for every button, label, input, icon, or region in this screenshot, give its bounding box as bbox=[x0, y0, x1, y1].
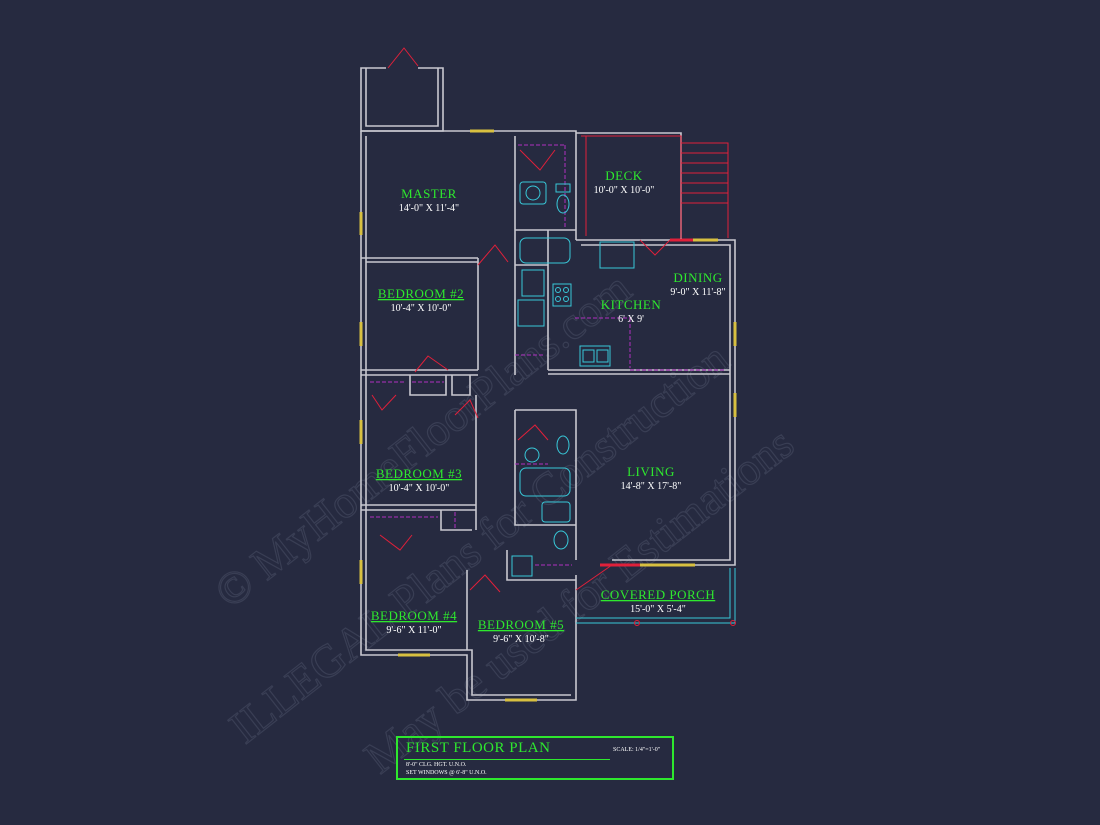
deck-door-swing bbox=[639, 239, 671, 256]
title-block: FIRST FLOOR PLAN SCALE: 1/4"=1'-0" 8'-0"… bbox=[396, 736, 674, 780]
plan-title: FIRST FLOOR PLAN bbox=[406, 740, 551, 756]
deck-dims: 10'-0" X 10'-0" bbox=[594, 185, 655, 196]
bedroom3-dims: 10'-4" X 10'-0" bbox=[389, 483, 450, 494]
bedroom4-door-swing bbox=[379, 534, 413, 551]
bath-door-swing bbox=[519, 149, 556, 171]
porch-post bbox=[575, 564, 613, 591]
master-label: MASTER bbox=[401, 186, 457, 201]
master-door-swing bbox=[477, 244, 509, 266]
entry-door-swing bbox=[387, 47, 419, 69]
window-height-note: SET WINDOWS @ 6'-8" U.N.O. bbox=[406, 770, 487, 776]
deck-outline bbox=[581, 135, 729, 238]
room-labels: MASTER 14'-0" X 11'-4" DECK 10'-0" X 10'… bbox=[371, 168, 726, 645]
windows bbox=[359, 129, 737, 702]
kitchen-label: KITCHEN bbox=[601, 297, 662, 312]
fixtures bbox=[511, 181, 635, 577]
fridge bbox=[521, 269, 545, 297]
walls bbox=[360, 67, 736, 701]
bedroom4-dims: 9'-6" X 11'-0" bbox=[386, 625, 441, 636]
porch-label: COVERED PORCH bbox=[601, 587, 716, 602]
kitchen-range bbox=[552, 283, 572, 307]
hall-sink bbox=[524, 447, 540, 463]
living-label: LIVING bbox=[627, 464, 675, 479]
bedroom5-label: BEDROOM #5 bbox=[478, 617, 564, 632]
bedroom2-label: BEDROOM #2 bbox=[378, 286, 464, 301]
bedroom2-dims: 10'-4" X 10'-0" bbox=[391, 303, 452, 314]
porch-dims: 15'-0" X 5'-4" bbox=[630, 604, 686, 615]
master-sink bbox=[519, 181, 547, 205]
hall-tub bbox=[519, 467, 571, 497]
bedroom4-label: BEDROOM #4 bbox=[371, 608, 457, 623]
master-tub bbox=[519, 237, 571, 264]
kitchen-sink bbox=[579, 345, 611, 367]
porch-post-left bbox=[634, 620, 640, 626]
hall-bath-door-swing bbox=[517, 424, 549, 441]
hall-sink-2 bbox=[541, 501, 571, 523]
title-underline bbox=[404, 759, 610, 760]
bedroom5-door-swing bbox=[469, 574, 501, 593]
dining-dims: 9'-0" X 11'-8" bbox=[670, 287, 725, 298]
ceiling-height-note: 8'-0" CLG. HGT. U.N.O. bbox=[406, 762, 467, 768]
porch-post-right bbox=[730, 620, 736, 626]
watermark: © MyHomeFloorPlans.com ILLEGAL Plans for… bbox=[204, 261, 803, 783]
living-dims: 14'-8" X 17'-8" bbox=[621, 481, 682, 492]
door-headers bbox=[600, 238, 693, 567]
doors bbox=[371, 47, 736, 626]
master-toilet bbox=[556, 194, 570, 214]
deck-label: DECK bbox=[605, 168, 643, 183]
bedroom2-door-swing bbox=[414, 355, 449, 373]
bedroom5-dims: 9'-6" X 10'-8" bbox=[493, 634, 549, 645]
dining-label: DINING bbox=[673, 270, 722, 285]
hall-toilet bbox=[556, 435, 570, 455]
master-dims: 14'-0" X 11'-4" bbox=[399, 203, 459, 214]
washer bbox=[517, 299, 545, 327]
bedroom3-label: BEDROOM #3 bbox=[376, 466, 462, 481]
cabinets bbox=[370, 144, 725, 566]
scale-note: SCALE: 1/4"=1'-0" bbox=[613, 747, 661, 753]
hall-door-swing bbox=[454, 399, 479, 419]
kitchen-dims: 6' X 9' bbox=[618, 314, 644, 325]
hall-toilet-2 bbox=[553, 530, 569, 550]
bedroom3-door-swing bbox=[371, 394, 397, 411]
deck-table bbox=[599, 241, 635, 269]
